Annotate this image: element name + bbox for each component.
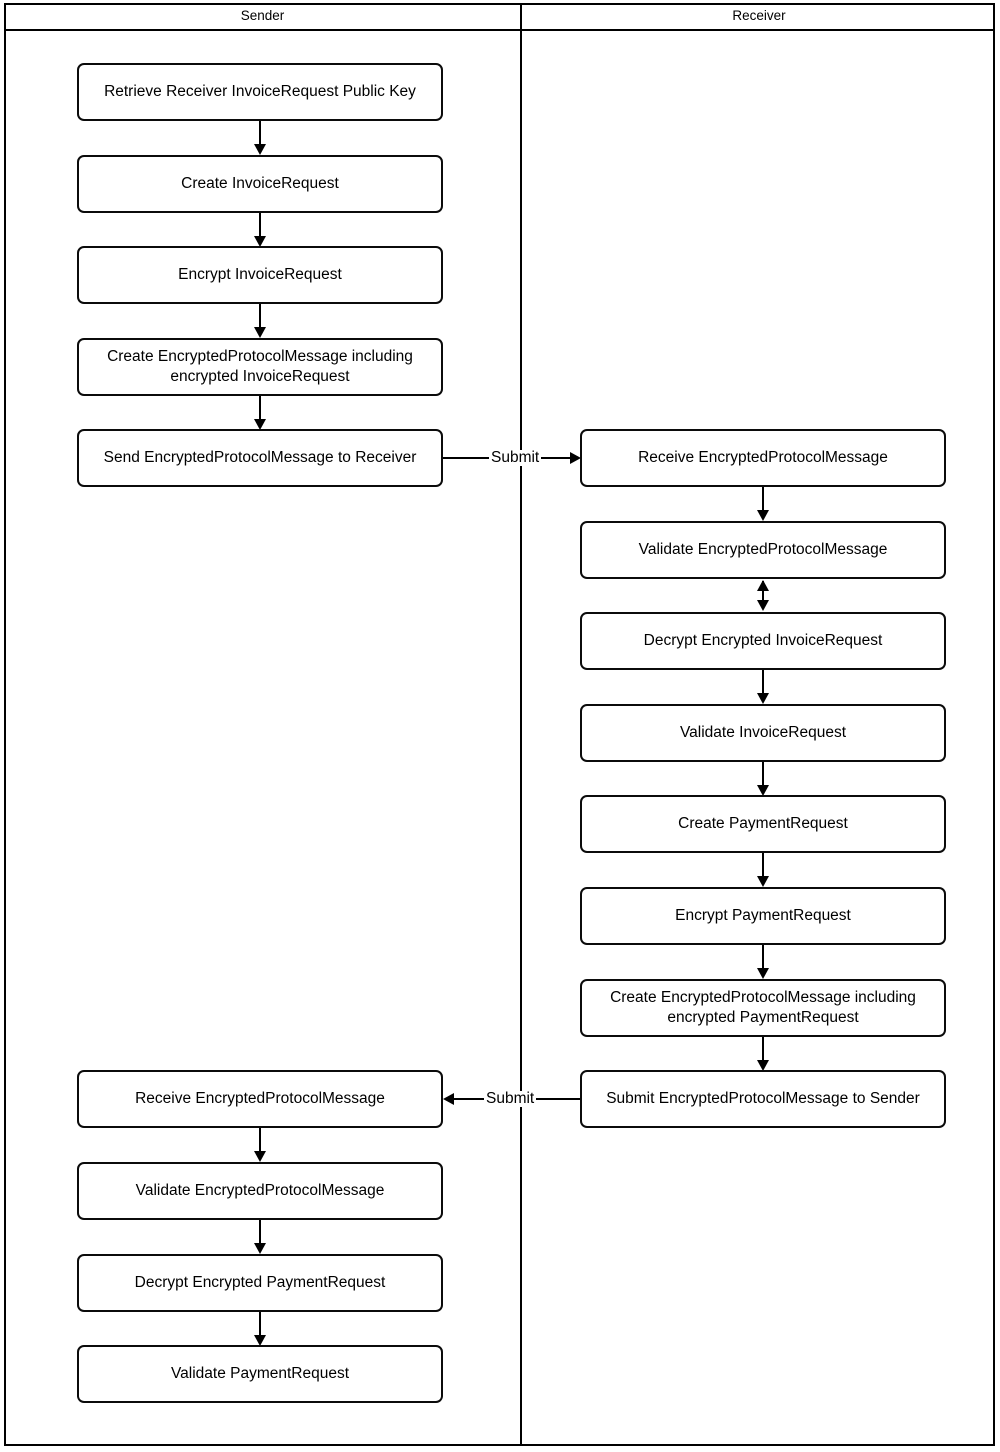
node-decrypt-encrypted-invoicerequest[interactable]: Decrypt Encrypted InvoiceRequest bbox=[580, 612, 946, 670]
node-create-encryptedprotocolmessage-paymentrequest[interactable]: Create EncryptedProtocolMessage includin… bbox=[580, 979, 946, 1037]
node-label: Receive EncryptedProtocolMessage bbox=[135, 1090, 385, 1108]
node-encrypt-paymentrequest[interactable]: Encrypt PaymentRequest bbox=[580, 887, 946, 945]
lane-header-row: Sender Receiver bbox=[4, 3, 995, 31]
node-create-paymentrequest[interactable]: Create PaymentRequest bbox=[580, 795, 946, 853]
lane-header-sender: Sender bbox=[240, 8, 285, 23]
edge-r2-r3-line bbox=[762, 581, 764, 609]
node-label: Send EncryptedProtocolMessage to Receive… bbox=[103, 449, 417, 467]
edge-s7-s8-line bbox=[259, 1220, 261, 1244]
edge-r3-r4-arrowhead bbox=[757, 693, 769, 704]
edge-s7-s8-arrowhead bbox=[254, 1243, 266, 1254]
edge-s1-s2-line bbox=[259, 121, 261, 145]
node-label: Validate InvoiceRequest bbox=[679, 724, 846, 742]
node-label: Validate EncryptedProtocolMessage bbox=[135, 1182, 385, 1200]
node-retrieve-receiver-invoicerequest-public-key[interactable]: Retrieve Receiver InvoiceRequest Public … bbox=[77, 63, 443, 121]
edge-s3-s4-line bbox=[259, 304, 261, 328]
edge-r7-r8-arrowhead bbox=[757, 1060, 769, 1071]
edge-r4-r5-line bbox=[762, 762, 764, 786]
edge-s8-s9-arrowhead bbox=[254, 1335, 266, 1346]
node-validate-encryptedprotocolmessage-receiver[interactable]: Validate EncryptedProtocolMessage bbox=[580, 521, 946, 579]
node-submit-encryptedprotocolmessage-to-sender[interactable]: Submit EncryptedProtocolMessage to Sende… bbox=[580, 1070, 946, 1128]
edge-r3-r4-line bbox=[762, 670, 764, 694]
lane-divider bbox=[520, 3, 522, 1446]
edge-r5-r6-arrowhead bbox=[757, 876, 769, 887]
node-decrypt-encrypted-paymentrequest[interactable]: Decrypt Encrypted PaymentRequest bbox=[77, 1254, 443, 1312]
node-validate-invoicerequest[interactable]: Validate InvoiceRequest bbox=[580, 704, 946, 762]
node-receive-encryptedprotocolmessage-receiver[interactable]: Receive EncryptedProtocolMessage bbox=[580, 429, 946, 487]
edge-r6-r7-line bbox=[762, 945, 764, 969]
node-label: Decrypt Encrypted InvoiceRequest bbox=[643, 632, 883, 650]
edge-r7-r8-line bbox=[762, 1037, 764, 1061]
edge-s6-s7-line bbox=[259, 1128, 261, 1152]
node-encrypt-invoicerequest[interactable]: Encrypt InvoiceRequest bbox=[77, 246, 443, 304]
edge-r2-r3-arrowhead-up bbox=[757, 580, 769, 591]
node-label: Submit EncryptedProtocolMessage to Sende… bbox=[606, 1090, 920, 1108]
node-create-encryptedprotocolmessage-invoicerequest[interactable]: Create EncryptedProtocolMessage includin… bbox=[77, 338, 443, 396]
edge-s4-s5-arrowhead bbox=[254, 419, 266, 430]
node-label: Decrypt Encrypted PaymentRequest bbox=[134, 1274, 386, 1292]
edge-s2-s3-arrowhead bbox=[254, 236, 266, 247]
node-label: Create PaymentRequest bbox=[678, 815, 848, 833]
edge-s3-s4-arrowhead bbox=[254, 327, 266, 338]
edge-r6-r7-arrowhead bbox=[757, 968, 769, 979]
lane-header-receiver: Receiver bbox=[732, 8, 786, 23]
edge-r4-r5-arrowhead bbox=[757, 785, 769, 796]
node-label: Create EncryptedProtocolMessage includin… bbox=[107, 348, 413, 385]
edge-s6-s7-arrowhead bbox=[254, 1151, 266, 1162]
edge-s4-s5-line bbox=[259, 396, 261, 420]
edge-r2-r3-arrowhead-down bbox=[757, 600, 769, 611]
edge-label-submit-top: Submit bbox=[489, 449, 542, 466]
node-label: Validate PaymentRequest bbox=[170, 1365, 350, 1383]
node-validate-paymentrequest[interactable]: Validate PaymentRequest bbox=[77, 1345, 443, 1403]
node-label: Encrypt InvoiceRequest bbox=[178, 266, 342, 284]
edge-label-submit-bottom: Submit bbox=[484, 1090, 537, 1107]
edge-r8-s6-arrowhead bbox=[443, 1093, 454, 1105]
edge-s8-s9-line bbox=[259, 1312, 261, 1336]
edge-s1-s2-arrowhead bbox=[254, 144, 266, 155]
edge-r5-r6-line bbox=[762, 853, 764, 877]
edge-r1-r2-arrowhead bbox=[757, 510, 769, 521]
node-label: Encrypt PaymentRequest bbox=[675, 907, 851, 925]
edge-s2-s3-line bbox=[259, 213, 261, 237]
node-label: Retrieve Receiver InvoiceRequest Public … bbox=[104, 83, 416, 101]
node-label: Receive EncryptedProtocolMessage bbox=[638, 449, 888, 467]
node-label: Create InvoiceRequest bbox=[181, 175, 339, 193]
node-send-encryptedprotocolmessage-to-receiver[interactable]: Send EncryptedProtocolMessage to Receive… bbox=[77, 429, 443, 487]
node-label: Validate EncryptedProtocolMessage bbox=[638, 541, 888, 559]
node-create-invoicerequest[interactable]: Create InvoiceRequest bbox=[77, 155, 443, 213]
node-validate-encryptedprotocolmessage-sender[interactable]: Validate EncryptedProtocolMessage bbox=[77, 1162, 443, 1220]
node-label: Create EncryptedProtocolMessage includin… bbox=[610, 989, 916, 1026]
edge-r1-r2-line bbox=[762, 487, 764, 511]
edge-s5-r1-arrowhead bbox=[570, 452, 581, 464]
node-receive-encryptedprotocolmessage-sender[interactable]: Receive EncryptedProtocolMessage bbox=[77, 1070, 443, 1128]
